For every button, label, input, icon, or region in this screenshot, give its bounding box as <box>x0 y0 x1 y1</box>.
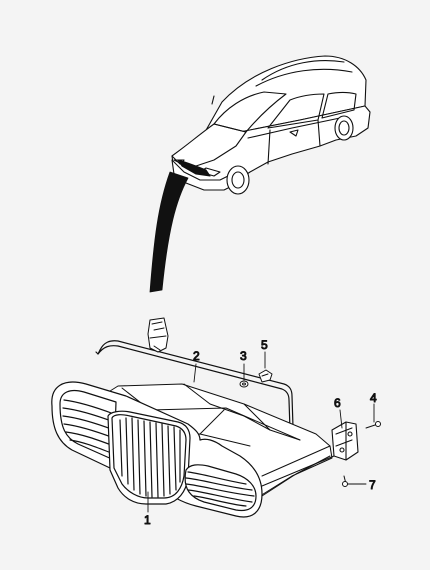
screw-fastener-bottom <box>342 475 348 487</box>
callout-label-6: 6 <box>334 396 341 410</box>
mounting-bracket <box>331 421 359 461</box>
radiator-grille <box>51 381 263 518</box>
leader-line-2 <box>193 363 197 383</box>
leader-lines <box>147 351 375 513</box>
callout-label-1: 1 <box>144 513 151 527</box>
grille-mount-arm <box>261 445 335 487</box>
car-illustration <box>171 55 371 195</box>
upper-grille-bar <box>95 340 295 461</box>
clip-fastener <box>258 369 273 383</box>
callout-label-4: 4 <box>370 391 377 405</box>
nut-fastener <box>239 380 249 388</box>
callout-label-3: 3 <box>240 349 247 363</box>
bar-bracket-clip <box>147 317 169 353</box>
callout-label-2: 2 <box>193 349 200 363</box>
leader-line-6 <box>339 409 343 429</box>
callout-label-7: 7 <box>369 478 376 492</box>
pointer-arrow <box>149 171 189 293</box>
screw-fastener-right <box>365 421 381 429</box>
callout-label-5: 5 <box>261 338 268 352</box>
